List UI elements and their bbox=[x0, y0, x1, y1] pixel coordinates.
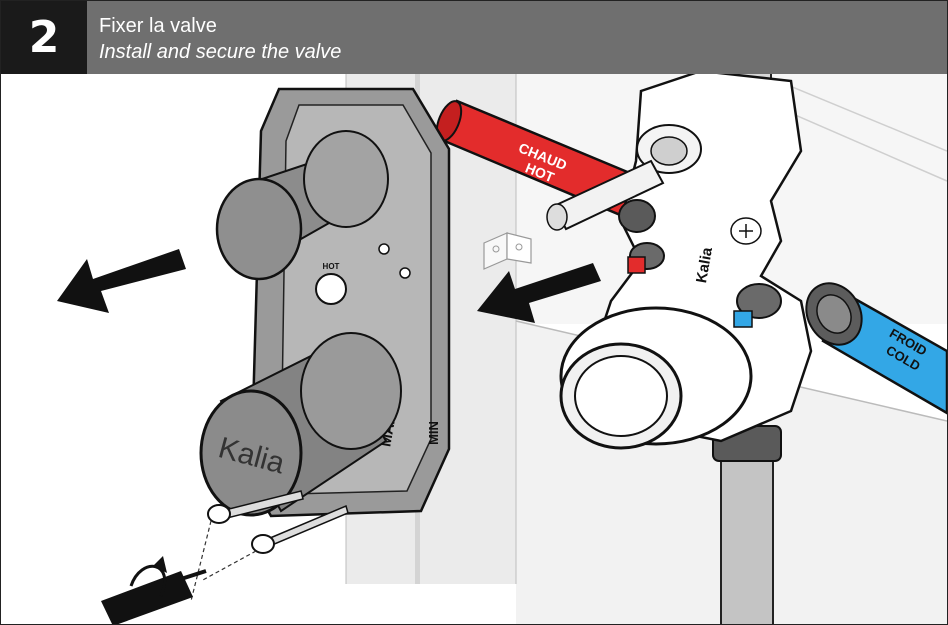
middle-arrow-icon bbox=[477, 263, 601, 323]
step-number: 2 bbox=[1, 1, 87, 74]
step-title-french: Fixer la valve bbox=[99, 15, 217, 37]
left-arrow-icon bbox=[57, 249, 186, 313]
step-title-english: Install and secure the valve bbox=[99, 41, 342, 63]
screwdriver-icon bbox=[101, 556, 207, 624]
trim-hot-marking: HOT bbox=[323, 262, 340, 271]
step-header: 2 Fixer la valve Install and secure the … bbox=[1, 1, 947, 74]
trim-plate: HOT MIN MAX Kalia bbox=[199, 87, 451, 518]
wall-bracket bbox=[483, 232, 532, 270]
valve-brand-mark: Kalia bbox=[693, 245, 716, 284]
mounting-screws bbox=[190, 490, 349, 602]
trim-min-marking: MIN bbox=[426, 421, 441, 445]
valve-body: Kalia bbox=[546, 69, 813, 450]
cold-pipe: FROID COLD bbox=[805, 282, 947, 415]
